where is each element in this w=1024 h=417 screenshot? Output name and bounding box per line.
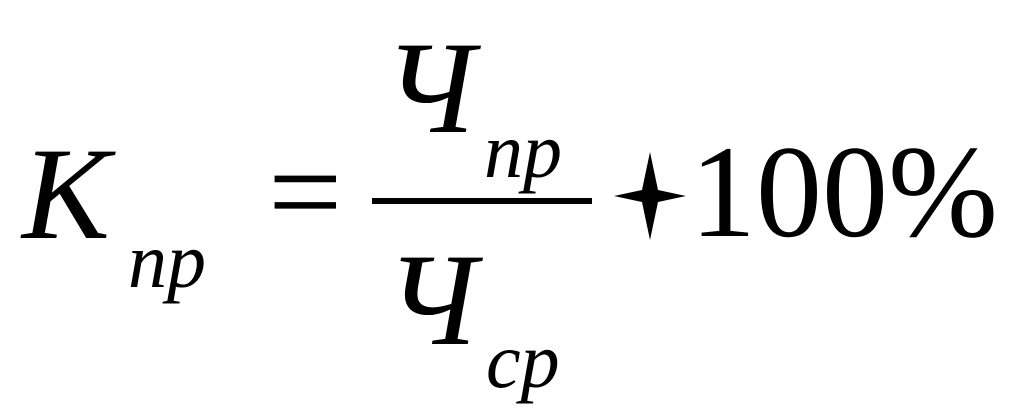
- multiplier-value: 100%: [690, 118, 998, 265]
- fraction-bar: [372, 198, 592, 204]
- denominator-subscript: ср: [486, 317, 560, 404]
- numerator-subscript: пр: [484, 107, 562, 194]
- lhs-symbol: K: [22, 120, 111, 267]
- denominator-symbol: Ч: [386, 226, 477, 373]
- asterisk-star-icon: [614, 152, 686, 240]
- lhs-subscript: пр: [128, 217, 206, 304]
- equals-sign: =: [268, 118, 343, 265]
- numerator-symbol: Ч: [384, 14, 475, 161]
